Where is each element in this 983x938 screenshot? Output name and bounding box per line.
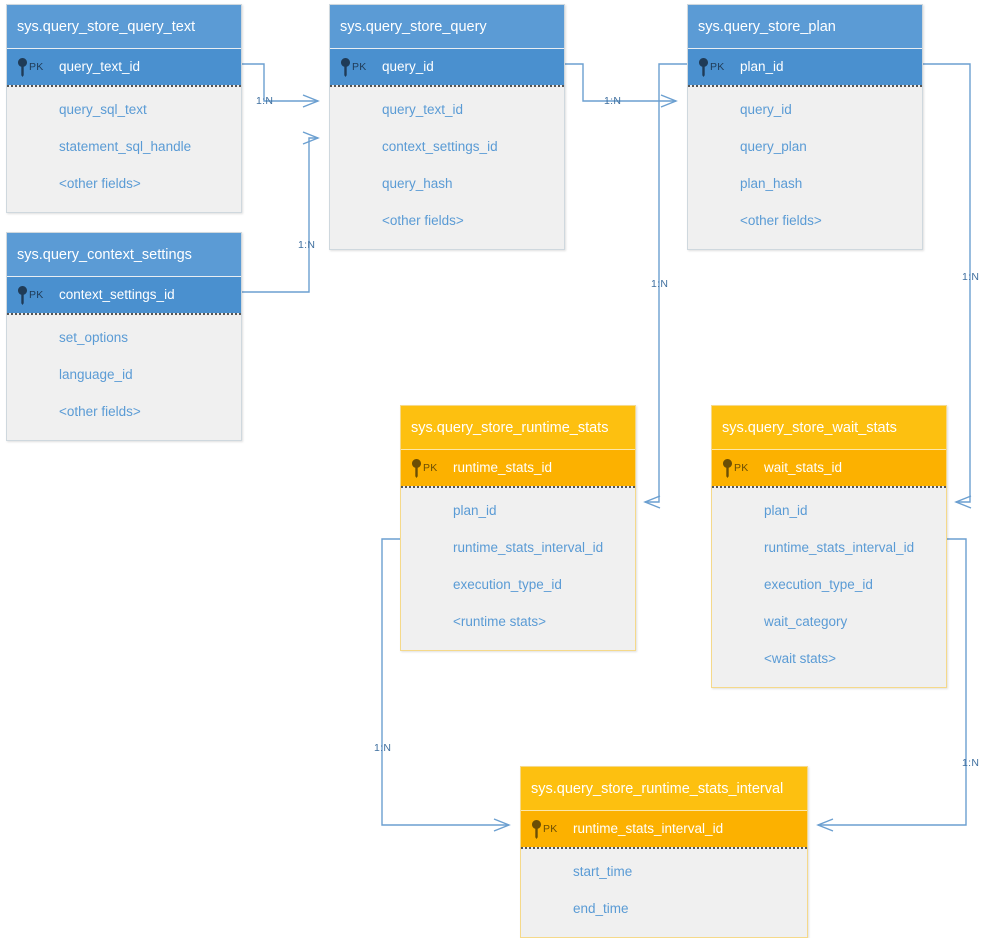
pk-separator <box>330 85 564 87</box>
connector-arrowhead <box>660 94 678 108</box>
entity-field-list: plan_id runtime_stats_interval_id executio… <box>401 488 635 650</box>
cardinality-label: 1:N <box>651 278 669 290</box>
pk-separator <box>521 847 807 849</box>
entity-table-title: sys.query_store_query_text <box>7 5 241 49</box>
entity-field-row[interactable]: <other fields> <box>59 176 141 191</box>
primary-key-icon <box>341 58 350 77</box>
entity-field-row[interactable]: set_options <box>59 330 129 345</box>
pk-separator <box>401 486 635 488</box>
entity-table-title: sys.query_store_query <box>330 5 564 49</box>
connector-arrowhead <box>493 818 511 832</box>
primary-key-icon <box>532 820 541 839</box>
entity-field-list: set_options language_id <other fields> <box>7 315 241 440</box>
entity-field-row[interactable]: plan_hash <box>740 176 803 191</box>
pk-badge-label: PK <box>423 462 438 474</box>
pk-separator <box>7 313 241 315</box>
primary-key-field-name: context_settings_id <box>59 287 175 302</box>
pk-badge-label: PK <box>29 289 44 301</box>
entity-field-row[interactable]: query_text_id <box>382 102 464 117</box>
entity-field-row[interactable]: query_plan <box>740 139 807 154</box>
entity-field-row[interactable]: runtime_stats_interval_id <box>453 540 604 555</box>
entity-table-title: sys.query_context_settings <box>7 233 241 277</box>
entity-field-list: query_sql_text statement_sql_handle <other… <box>7 87 241 212</box>
primary-key-field-name: runtime_stats_interval_id <box>573 821 724 836</box>
primary-key-icon <box>412 459 421 478</box>
primary-key-row[interactable]: PK context_settings_id <box>7 277 241 313</box>
primary-key-row[interactable]: PK query_text_id <box>7 49 241 85</box>
entity-table-title: sys.query_store_plan <box>688 5 922 49</box>
connector-arrowhead <box>302 94 320 108</box>
cardinality-label: 1:N <box>298 239 316 251</box>
entity-field-row[interactable]: plan_id <box>453 503 497 518</box>
pk-badge-label: PK <box>543 823 558 835</box>
primary-key-icon <box>18 286 27 305</box>
entity-field-row[interactable]: statement_sql_handle <box>59 139 192 154</box>
entity-table-title: sys.query_store_wait_stats <box>712 406 946 450</box>
primary-key-field-name: wait_stats_id <box>764 460 843 475</box>
pk-separator <box>712 486 946 488</box>
cardinality-label: 1:N <box>962 271 980 283</box>
relationship-r2 <box>242 131 320 293</box>
primary-key-icon <box>18 58 27 77</box>
entity-field-list: start_time end_time <box>521 849 807 937</box>
cardinality-label: 1:N <box>604 95 622 107</box>
entity-table-title: sys.query_store_runtime_stats <box>401 406 635 450</box>
entity-field-list: query_id query_plan plan_hash <other fields… <box>688 87 922 249</box>
entity-field-row[interactable]: execution_type_id <box>764 577 873 592</box>
pk-separator <box>688 85 922 87</box>
connector-arrowhead <box>643 495 661 509</box>
entity-field-row[interactable]: <other fields> <box>59 404 141 419</box>
primary-key-row[interactable]: PK query_id <box>330 49 564 85</box>
pk-badge-label: PK <box>29 61 44 73</box>
cardinality-label: 1:N <box>962 757 980 769</box>
primary-key-field-name: runtime_stats_id <box>453 460 553 475</box>
entity-field-row[interactable]: query_sql_text <box>59 102 147 117</box>
cardinality-label: 1:N <box>374 742 392 754</box>
pk-badge-label: PK <box>352 61 367 73</box>
entity-field-row[interactable]: <wait stats> <box>764 651 837 666</box>
entity-field-row[interactable]: query_hash <box>382 176 453 191</box>
entity-table-title: sys.query_store_runtime_stats_interval <box>521 767 807 811</box>
connector-arrowhead <box>302 131 320 145</box>
primary-key-row[interactable]: PK runtime_stats_id <box>401 450 635 486</box>
primary-key-icon <box>699 58 708 77</box>
entity-field-row[interactable]: plan_id <box>764 503 808 518</box>
entity-field-row[interactable]: end_time <box>573 901 629 916</box>
entity-field-row[interactable]: wait_category <box>764 614 848 629</box>
entity-field-row[interactable]: language_id <box>59 367 133 382</box>
primary-key-icon <box>723 459 732 478</box>
relationship-r1 <box>242 63 320 108</box>
entity-field-row[interactable]: context_settings_id <box>382 139 498 154</box>
entity-field-row[interactable]: runtime_stats_interval_id <box>764 540 915 555</box>
primary-key-field-name: plan_id <box>740 59 784 74</box>
connector-line <box>242 63 318 102</box>
primary-key-field-name: query_id <box>382 59 434 74</box>
primary-key-row[interactable]: PK plan_id <box>688 49 922 85</box>
primary-key-row[interactable]: PK runtime_stats_interval_id <box>521 811 807 847</box>
entity-field-row[interactable]: <runtime stats> <box>453 614 547 629</box>
connector-arrowhead <box>816 818 834 832</box>
connector-line <box>242 137 318 293</box>
entity-field-row[interactable]: execution_type_id <box>453 577 562 592</box>
pk-badge-label: PK <box>734 462 749 474</box>
entity-field-row[interactable]: query_id <box>740 102 792 117</box>
primary-key-field-name: query_text_id <box>59 59 141 74</box>
connector-arrowhead <box>954 495 972 509</box>
entity-field-row[interactable]: <other fields> <box>382 213 464 228</box>
entity-field-row[interactable]: start_time <box>573 864 633 879</box>
pk-badge-label: PK <box>710 61 725 73</box>
entity-field-row[interactable]: <other fields> <box>740 213 822 228</box>
primary-key-row[interactable]: PK wait_stats_id <box>712 450 946 486</box>
entity-field-list: query_text_id context_settings_id query_ha… <box>330 87 564 249</box>
cardinality-label: 1:N <box>256 95 274 107</box>
entity-field-list: plan_id runtime_stats_interval_id executio… <box>712 488 946 687</box>
pk-separator <box>7 85 241 87</box>
